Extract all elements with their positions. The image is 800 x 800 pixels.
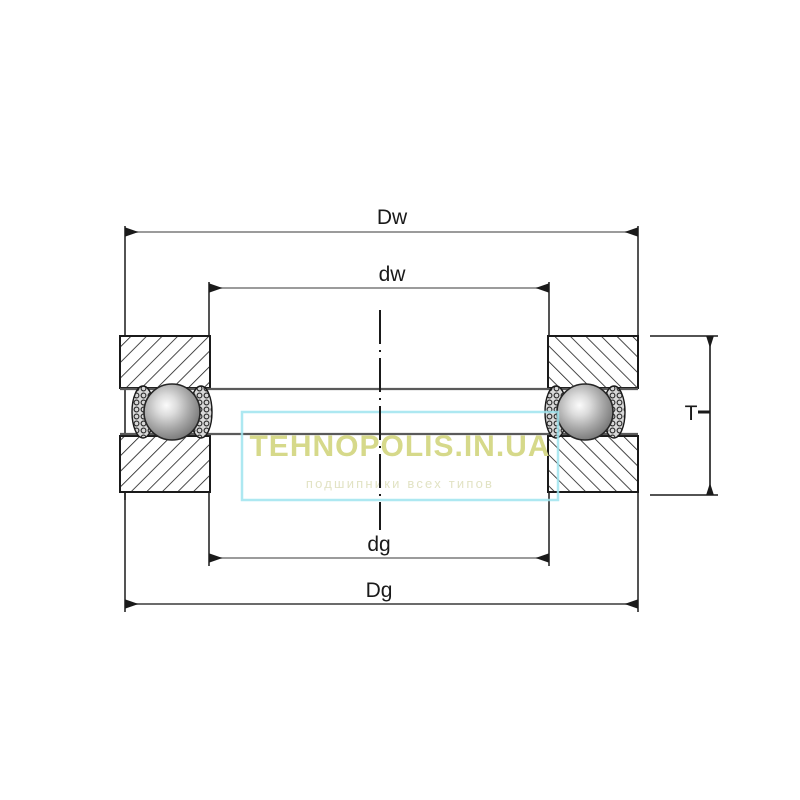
lower-washer-left [119, 435, 211, 493]
bearing-assembly [119, 335, 639, 493]
washer-section-fill [547, 335, 639, 389]
watermark: TEHNOPOLIS.IN.UA подшипники всех типов [240, 410, 560, 502]
washer-section-fill [119, 335, 211, 389]
watermark-box [240, 410, 560, 502]
lower-washer-right [547, 435, 639, 493]
dimension-label-T: T [685, 402, 698, 425]
watermark-sub-text: подшипники всех типов [306, 476, 494, 491]
ball-left [143, 383, 201, 441]
upper-washer-right [547, 335, 639, 389]
dimension-label-Dg: Dg [366, 579, 393, 602]
dimension-label-dg: dg [367, 533, 390, 556]
dimension-labels: Dw dw dg Dg T [366, 206, 698, 602]
upper-washer-left [119, 335, 211, 389]
watermark-main-text: TEHNOPOLIS.IN.UA [249, 430, 550, 463]
dimension-lines [124, 227, 715, 609]
washer-section-fill [119, 435, 211, 493]
ball-right [556, 383, 614, 441]
dimension-label-Dw: Dw [377, 206, 408, 229]
dimension-label-dw: dw [379, 263, 407, 286]
washer-section-fill [547, 435, 639, 493]
